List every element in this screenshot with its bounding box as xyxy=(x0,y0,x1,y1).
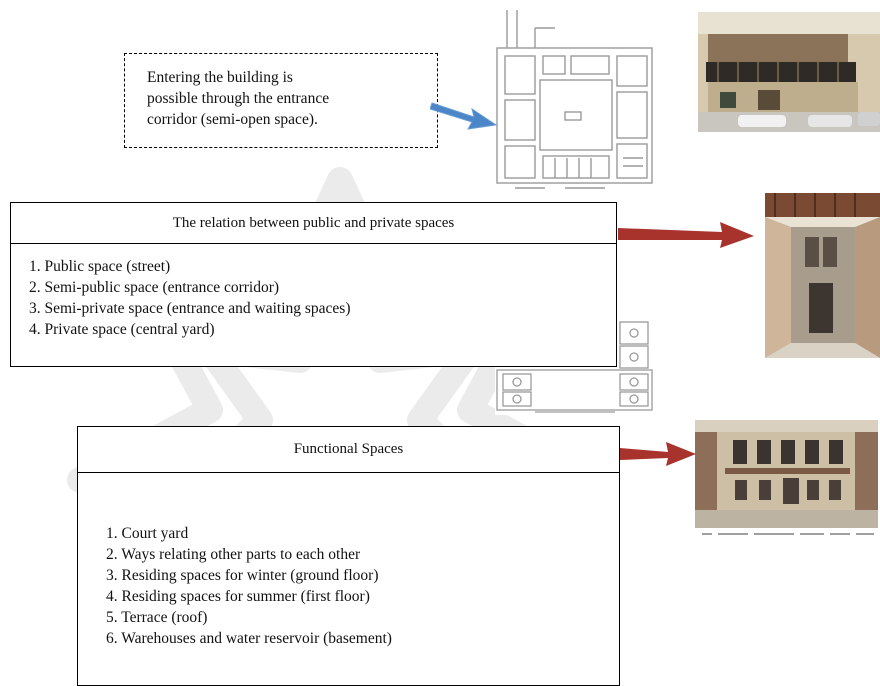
floor-plan-ground xyxy=(495,8,657,192)
relation-box-title: The relation between public and private … xyxy=(11,203,616,244)
photo-entrance-corridor xyxy=(765,193,880,358)
red-arrow-icon xyxy=(618,222,754,248)
relation-item: 2. Semi-public space (entrance corridor) xyxy=(29,279,280,296)
functional-item: 2. Ways relating other parts to each oth… xyxy=(106,546,361,563)
entry-line-1: Entering the building is xyxy=(147,69,293,86)
photo-house-facade xyxy=(698,12,880,132)
functional-item: 3. Residing spaces for winter (ground fl… xyxy=(106,567,379,584)
relation-item: 1. Public space (street) xyxy=(29,258,171,275)
blue-arrow-icon xyxy=(430,102,498,130)
red-arrow-icon xyxy=(620,442,696,466)
functional-spaces-box: Functional Spaces 1. Court yard 2. Ways … xyxy=(77,426,620,686)
photo-courtyard-elevation xyxy=(695,420,878,528)
relation-item: 3. Semi-private space (entrance and wait… xyxy=(29,300,351,317)
functional-item: 4. Residing spaces for summer (first flo… xyxy=(106,588,370,605)
photo-caption-strip xyxy=(702,533,874,535)
functional-item: 6. Warehouses and water reservoir (basem… xyxy=(106,630,392,647)
functional-list: 1. Court yard 2. Ways relating other par… xyxy=(106,523,619,649)
entry-line-3: corridor (semi-open space). xyxy=(147,111,318,128)
entry-callout-box: Entering the building is possible throug… xyxy=(124,53,438,148)
functional-item: 5. Terrace (roof) xyxy=(106,609,208,626)
relation-list: 1. Public space (street) 2. Semi-public … xyxy=(29,256,616,340)
relation-item: 4. Private space (central yard) xyxy=(29,321,215,338)
relation-box: The relation between public and private … xyxy=(10,202,617,367)
functional-box-title: Functional Spaces xyxy=(78,427,619,473)
functional-item: 1. Court yard xyxy=(106,525,189,542)
entry-line-2: possible through the entrance xyxy=(147,90,330,107)
